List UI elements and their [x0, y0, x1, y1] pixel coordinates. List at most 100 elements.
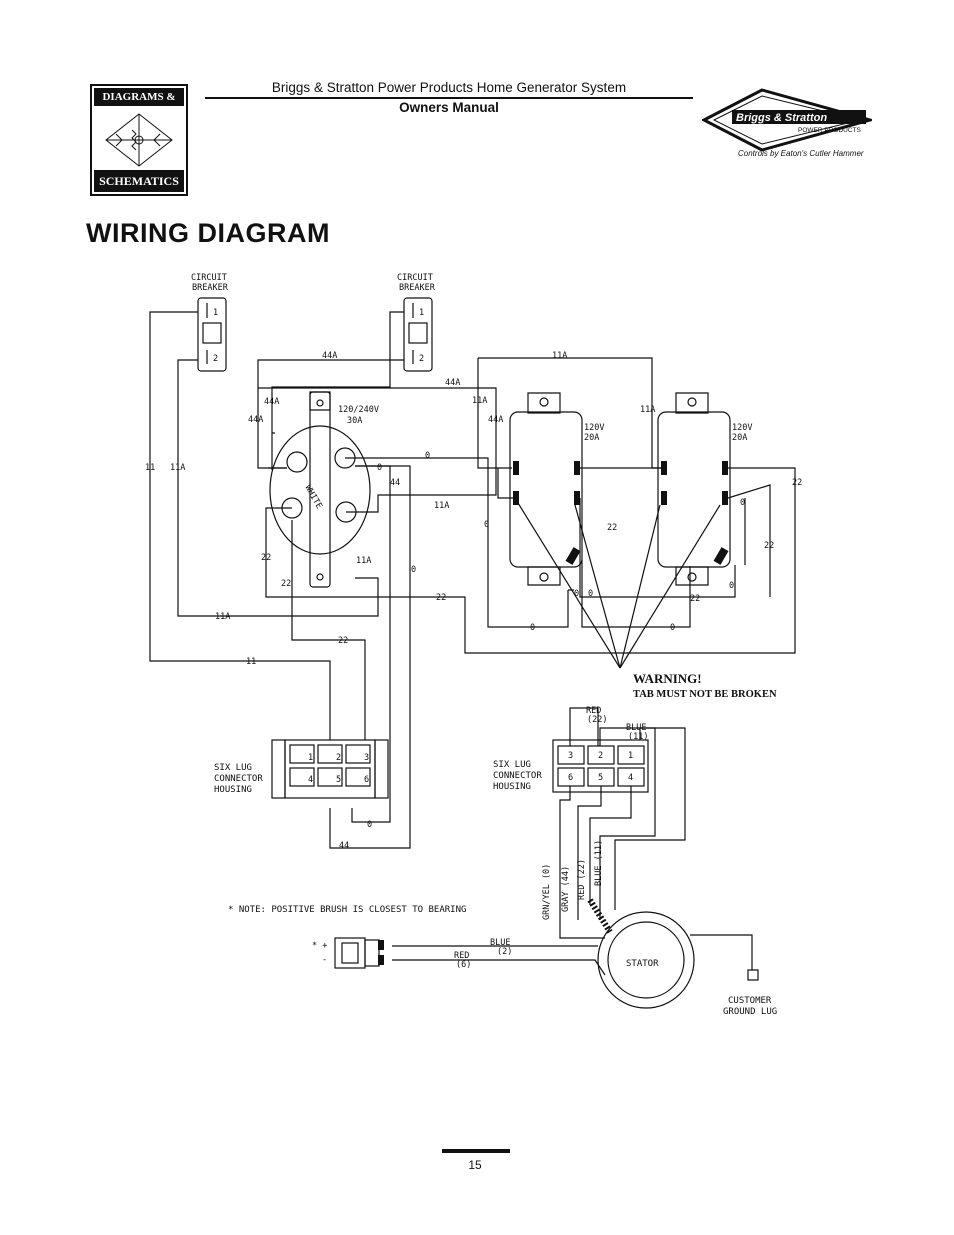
- circuit-breaker-right: CIRCUIT BREAKER 1 2: [397, 273, 436, 372]
- svg-text:120/240V: 120/240V: [338, 405, 379, 415]
- header-divider: [205, 97, 693, 99]
- warning-text: TAB MUST NOT BE BROKEN: [633, 689, 777, 700]
- svg-text:11: 11: [145, 463, 155, 473]
- brush-note: * NOTE: POSITIVE BRUSH IS CLOSEST TO BEA…: [228, 905, 466, 915]
- svg-text:2: 2: [419, 354, 424, 364]
- svg-text:44A: 44A: [445, 378, 460, 388]
- svg-text:22: 22: [261, 553, 271, 563]
- page-title: WIRING DIAGRAM: [86, 218, 330, 248]
- page-number-bar: [442, 1149, 510, 1153]
- svg-text:5: 5: [598, 773, 603, 783]
- svg-text:CONNECTOR: CONNECTOR: [214, 774, 263, 784]
- svg-text:1: 1: [419, 308, 424, 318]
- svg-text:44: 44: [339, 841, 349, 851]
- svg-text:0: 0: [670, 623, 675, 633]
- svg-text:11A: 11A: [552, 351, 567, 361]
- svg-text:44A: 44A: [488, 415, 503, 425]
- svg-text:GRN/YEL (0): GRN/YEL (0): [542, 864, 552, 920]
- svg-text:0: 0: [411, 565, 416, 575]
- svg-text:20A: 20A: [584, 433, 599, 443]
- upper-wiring: [149, 311, 796, 849]
- svg-text:CIRCUIT: CIRCUIT: [397, 273, 433, 283]
- schematic-art-icon: [105, 113, 173, 167]
- svg-text:0: 0: [425, 451, 430, 461]
- svg-text:(11): (11): [628, 732, 648, 742]
- svg-text:CUSTOMER: CUSTOMER: [728, 996, 772, 1006]
- svg-text:RED: RED: [586, 706, 601, 716]
- svg-text:GRAY (44): GRAY (44): [561, 866, 571, 912]
- brush-holder: * + - BLUE (2) RED (6): [312, 937, 512, 970]
- svg-text:SIX LUG: SIX LUG: [493, 760, 531, 770]
- logo-top-text: DIAGRAMS &: [94, 88, 184, 106]
- svg-text:GROUND LUG: GROUND LUG: [723, 1007, 777, 1017]
- svg-text:0: 0: [530, 623, 535, 633]
- warning-title: WARNING!: [633, 671, 702, 686]
- svg-text:0: 0: [377, 463, 382, 473]
- svg-text:RED (22): RED (22): [577, 859, 587, 900]
- svg-text:2: 2: [336, 753, 341, 763]
- briggs-stratton-logo: Briggs & Stratton POWER PRODUCTS: [702, 88, 872, 152]
- stator-wiring: [392, 707, 753, 976]
- stator: STATOR: [597, 911, 695, 1009]
- receptacle-20a-left: 120V 20A: [509, 392, 604, 586]
- svg-text:(6): (6): [456, 960, 471, 970]
- svg-text:0: 0: [740, 498, 745, 508]
- svg-text:44: 44: [390, 478, 400, 488]
- svg-text:2: 2: [213, 354, 218, 364]
- svg-text:(22): (22): [587, 715, 607, 725]
- svg-text:4: 4: [308, 775, 313, 785]
- svg-text:3: 3: [364, 753, 369, 763]
- svg-text:5: 5: [336, 775, 341, 785]
- svg-text:120V: 120V: [584, 423, 604, 433]
- svg-text:6: 6: [568, 773, 573, 783]
- svg-text:0: 0: [729, 581, 734, 591]
- svg-text:HOUSING: HOUSING: [214, 785, 252, 795]
- svg-text:11A: 11A: [356, 556, 371, 566]
- page-number: 15: [468, 1158, 482, 1172]
- svg-text:6: 6: [364, 775, 369, 785]
- svg-text:RED: RED: [454, 951, 469, 961]
- brand-sub: POWER PRODUCTS: [798, 127, 862, 134]
- svg-text:120V: 120V: [732, 423, 752, 433]
- circuit-breaker-left: CIRCUIT BREAKER 1 2: [191, 273, 229, 372]
- svg-text:-: -: [322, 955, 327, 965]
- svg-text:2: 2: [598, 751, 603, 761]
- svg-text:44A: 44A: [322, 351, 337, 361]
- svg-text:SIX LUG: SIX LUG: [214, 763, 252, 773]
- brand-name: Briggs & Stratton: [736, 112, 827, 124]
- svg-text:22: 22: [281, 579, 291, 589]
- svg-text:CONNECTOR: CONNECTOR: [493, 771, 542, 781]
- header-subtitle: Owners Manual: [399, 100, 499, 115]
- six-lug-connector-left: 1 2 3 4 5 6 SIX LUG CONNECTOR HOUSING: [214, 739, 389, 799]
- svg-text:0: 0: [588, 589, 593, 599]
- svg-text:30A: 30A: [347, 416, 362, 426]
- svg-text:22: 22: [436, 593, 446, 603]
- svg-text:BLUE (11): BLUE (11): [594, 840, 604, 886]
- svg-text:BLUE: BLUE: [490, 938, 510, 948]
- svg-text:44A: 44A: [248, 415, 263, 425]
- svg-text:1: 1: [308, 753, 313, 763]
- stator-lead-labels: GRN/YEL (0) GRAY (44) RED (22) BLUE (11): [542, 840, 604, 920]
- svg-text:0: 0: [367, 820, 372, 830]
- svg-text:0: 0: [484, 520, 489, 530]
- svg-text:11A: 11A: [434, 501, 449, 511]
- svg-text:11A: 11A: [472, 396, 487, 406]
- svg-text:BREAKER: BREAKER: [399, 283, 436, 293]
- svg-text:* +: * +: [312, 941, 327, 951]
- svg-text:STATOR: STATOR: [626, 959, 659, 969]
- svg-text:0: 0: [574, 589, 579, 599]
- svg-text:22: 22: [690, 594, 700, 604]
- svg-text:1: 1: [628, 751, 633, 761]
- svg-text:22: 22: [792, 478, 802, 488]
- svg-text:11A: 11A: [170, 463, 185, 473]
- svg-text:CIRCUIT: CIRCUIT: [191, 273, 227, 283]
- svg-text:BREAKER: BREAKER: [192, 283, 229, 293]
- header-title: Briggs & Stratton Power Products Home Ge…: [271, 80, 627, 95]
- customer-ground-lug: CUSTOMER GROUND LUG: [723, 969, 777, 1017]
- svg-text:22: 22: [607, 523, 617, 533]
- receptacle-20a-right: 120V 20A: [657, 392, 752, 586]
- svg-text:1: 1: [213, 308, 218, 318]
